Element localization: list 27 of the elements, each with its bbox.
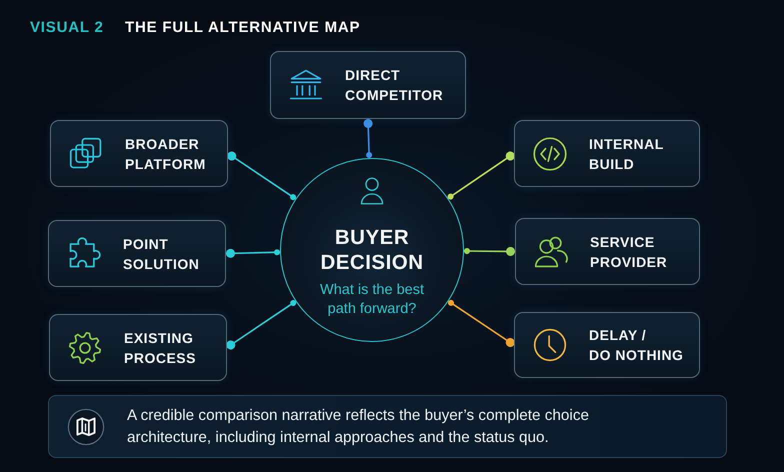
option-card bbox=[515, 218, 700, 285]
option-card bbox=[48, 220, 226, 287]
section-label: VISUAL 2 bbox=[30, 19, 104, 36]
option-title: BROADER PLATFORM bbox=[125, 134, 206, 174]
option-title: DELAY / DO NOTHING bbox=[589, 326, 684, 365]
connector-line bbox=[227, 152, 296, 200]
diagram-title: THE FULL ALTERNATIVE MAP bbox=[125, 19, 360, 36]
note-text: A credible comparison narrative reflects the buyer’s complete choice architecture, including internal approaches and the status quo. bbox=[127, 406, 589, 448]
option-title: SERVICE PROVIDER bbox=[590, 232, 668, 272]
decision-question: What is the best path forward? bbox=[320, 281, 424, 319]
connector-line bbox=[464, 246, 515, 256]
note-banner bbox=[48, 395, 727, 458]
decision-heading: BUYER DECISION bbox=[320, 225, 424, 275]
option-card bbox=[49, 314, 227, 381]
connector-line bbox=[448, 152, 515, 200]
option-card bbox=[270, 51, 466, 119]
option-title: INTERNAL BUILD bbox=[589, 134, 664, 174]
connector-line bbox=[226, 248, 280, 258]
connector-line bbox=[226, 300, 296, 350]
option-card bbox=[514, 120, 700, 187]
option-card bbox=[514, 312, 700, 378]
option-card bbox=[50, 120, 228, 187]
option-title: POINT SOLUTION bbox=[123, 234, 200, 274]
connector-line bbox=[448, 300, 515, 347]
option-title: DIRECT COMPETITOR bbox=[345, 66, 444, 105]
connector-line bbox=[364, 118, 373, 158]
option-title: EXISTING PROCESS bbox=[124, 328, 196, 368]
